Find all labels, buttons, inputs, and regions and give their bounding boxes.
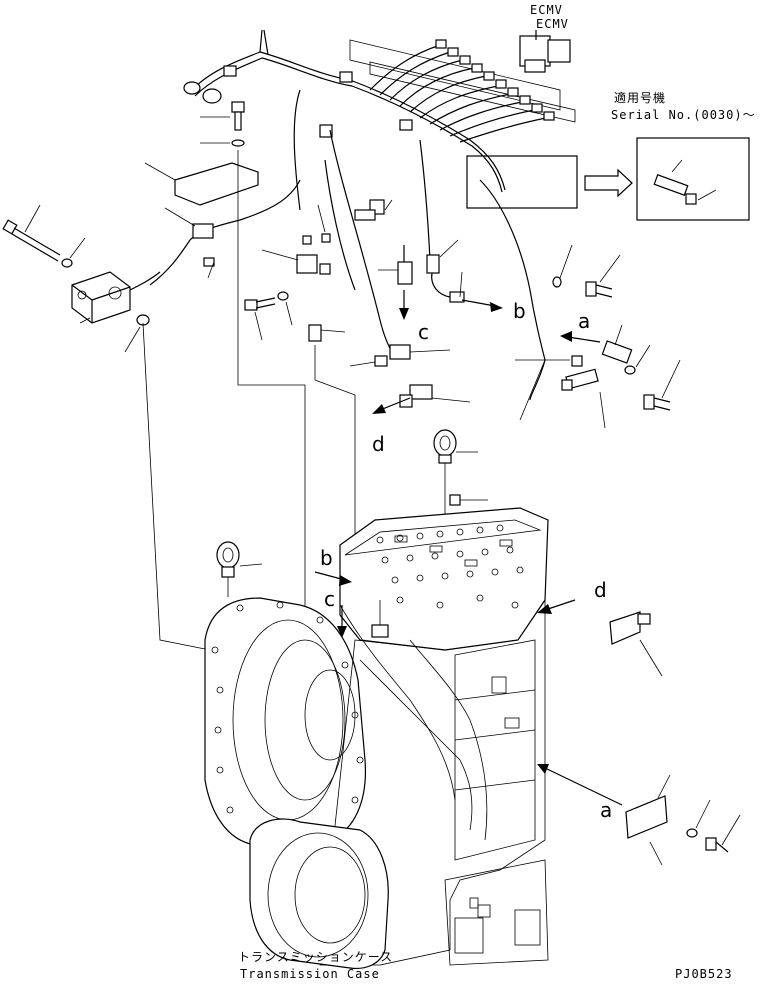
bolt-top bbox=[200, 101, 245, 147]
wiring-harness bbox=[149, 29, 576, 401]
arrow-b-upper bbox=[461, 299, 503, 312]
arrow-c-lower bbox=[337, 605, 347, 638]
caption-jp: トランスミッションケース bbox=[238, 950, 393, 964]
clip-mid bbox=[261, 204, 331, 275]
arrow-d-upper bbox=[372, 397, 411, 414]
connector-small bbox=[354, 199, 393, 221]
transmission-case bbox=[204, 507, 549, 970]
arrow-b-lower bbox=[314, 571, 352, 586]
case-fitting bbox=[371, 600, 389, 638]
serial-note-en: Serial No.(0030)～ bbox=[611, 108, 756, 122]
leader-lines bbox=[142, 150, 546, 651]
detail-arrow bbox=[584, 168, 633, 198]
wire-sensor-b bbox=[426, 239, 465, 303]
plate-lower-right bbox=[625, 774, 741, 866]
wire-connector-mid bbox=[308, 324, 346, 342]
label-d-lower: d bbox=[594, 578, 607, 602]
wire-sensor-c bbox=[349, 344, 451, 367]
caption-en: Transmission Case bbox=[240, 967, 380, 981]
label-b-lower: b bbox=[320, 546, 333, 570]
long-bolt-left bbox=[2, 204, 86, 268]
wire-sensor-d bbox=[399, 384, 471, 408]
ecmv-label-2: ECMV bbox=[536, 17, 569, 31]
arrow-d-lower bbox=[537, 599, 576, 614]
label-b-upper: b bbox=[513, 299, 526, 323]
right-clip bbox=[515, 355, 583, 367]
arrow-a-upper bbox=[560, 331, 601, 343]
ecmv-label-1: ECMV bbox=[530, 3, 563, 17]
right-bolt bbox=[552, 244, 681, 411]
ecmv-valve bbox=[519, 30, 571, 73]
label-a-lower: a bbox=[600, 798, 612, 822]
plate-right bbox=[609, 611, 663, 677]
serial-detail-box bbox=[636, 137, 750, 221]
connector-left bbox=[164, 207, 215, 279]
drawing-code: PJ0B523 bbox=[675, 967, 733, 981]
arrow-a-lower bbox=[537, 764, 623, 806]
serial-note-jp: 適用号機 bbox=[614, 90, 666, 105]
sensor-block bbox=[71, 271, 161, 353]
eye-bolt-lower bbox=[216, 541, 263, 597]
label-d-upper: d bbox=[372, 432, 385, 456]
label-a-upper: a bbox=[578, 309, 590, 333]
serial-detail-part bbox=[653, 159, 717, 205]
right-fitting-a bbox=[561, 324, 651, 429]
label-c-upper: c bbox=[418, 320, 429, 344]
arrow-c-upper bbox=[399, 290, 409, 320]
bracket-plate bbox=[144, 162, 259, 206]
sensor-mid bbox=[378, 245, 413, 285]
detail-box-left bbox=[466, 155, 578, 209]
bolt-mid bbox=[244, 291, 293, 341]
label-c-lower: c bbox=[324, 587, 335, 611]
plug-upper bbox=[449, 494, 488, 506]
